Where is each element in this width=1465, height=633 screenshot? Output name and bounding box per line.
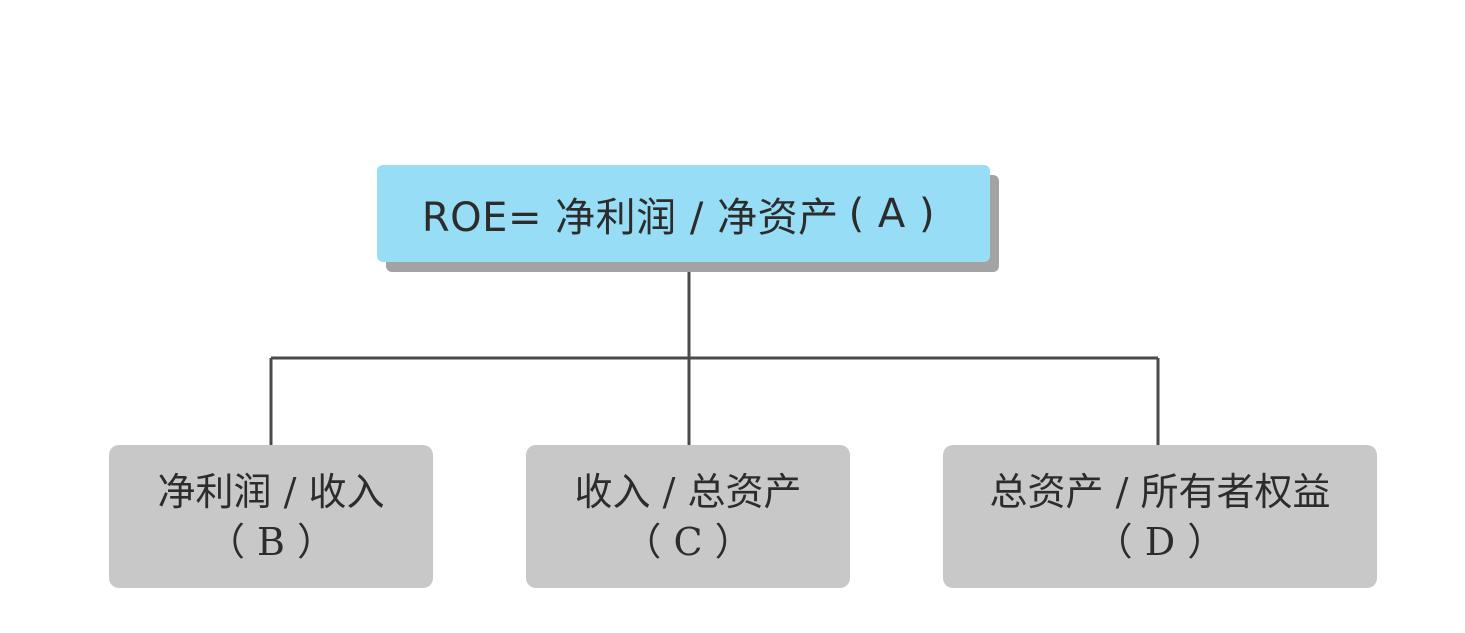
child-tag: （ D ） <box>1094 519 1226 564</box>
child-formula: 净利润 / 收入 <box>157 469 385 514</box>
child-formula: 收入 / 总资产 <box>574 469 802 514</box>
child-tag: （ B ） <box>206 519 336 564</box>
root-formula: ROE= 净利润 / 净资产 <box>421 194 839 241</box>
root-tag: ( A ) <box>848 190 936 237</box>
child-node-c: 收入 / 总资产 （ C ） <box>526 445 850 588</box>
child-formula: 总资产 / 所有者权益 <box>989 469 1331 514</box>
root-node-roe: ROE= 净利润 / 净资产 ( A ) <box>377 165 990 262</box>
child-tag: （ C ） <box>623 519 753 564</box>
child-node-b: 净利润 / 收入 （ B ） <box>109 445 433 588</box>
child-node-d: 总资产 / 所有者权益 （ D ） <box>943 445 1377 588</box>
